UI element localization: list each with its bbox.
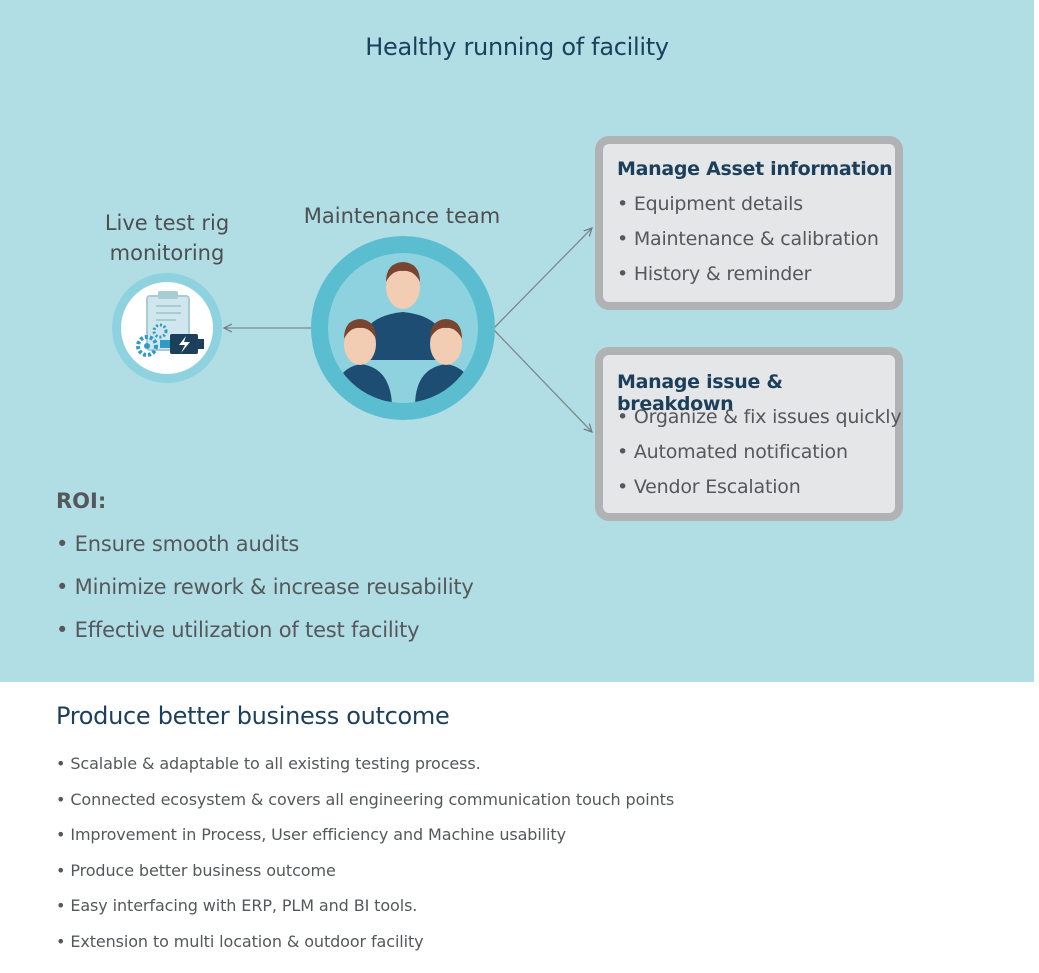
asset-info-item: • History & reminder [617,263,812,285]
outcome-title: Produce better business outcome [56,702,450,730]
issue-breakdown-box: Manage issue & breakdown • Organize & fi… [595,347,903,521]
roi-item: • Ensure smooth audits [56,532,300,556]
issue-breakdown-item: • Organize & fix issues quickly [617,406,902,428]
roi-item: • Effective utilization of test facility [56,618,420,642]
roi-title: ROI: [56,489,107,513]
test-rig-icon [112,273,222,383]
asset-info-box: Manage Asset information • Equipment det… [595,136,903,310]
team-icon [311,236,495,420]
page-title: Healthy running of facility [365,33,669,61]
outcome-item: • Easy interfacing with ERP, PLM and BI … [56,896,418,915]
outcome-item: • Improvement in Process, User efficienc… [56,825,566,844]
connector-arrows [224,228,592,432]
outcome-item: • Scalable & adaptable to all existing t… [56,754,481,773]
test-rig-label-line-2: monitoring [109,241,225,265]
team-label: Maintenance team [303,204,501,228]
outcome-item: • Connected ecosystem & covers all engin… [56,790,675,809]
issue-breakdown-item: • Automated notification [617,441,848,463]
asset-info-title: Manage Asset information [617,158,893,180]
roi-item: • Minimize rework & increase reusability [56,575,474,599]
arrow-to-issue-box [493,329,592,432]
test-rig-label: Live test rig monitoring [92,208,242,268]
issue-breakdown-item: • Vendor Escalation [617,476,801,498]
outcome-item: • Produce better business outcome [56,861,336,880]
diagram-graphics [112,0,1039,682]
test-rig-label-line-1: Live test rig [104,211,230,235]
outcome-item: • Extension to multi location & outdoor … [56,932,424,951]
arrow-to-asset-box [493,228,592,329]
asset-info-item: • Equipment details [617,193,803,215]
issue-breakdown-title: Manage issue & breakdown [617,371,783,415]
asset-info-item: • Maintenance & calibration [617,228,879,250]
